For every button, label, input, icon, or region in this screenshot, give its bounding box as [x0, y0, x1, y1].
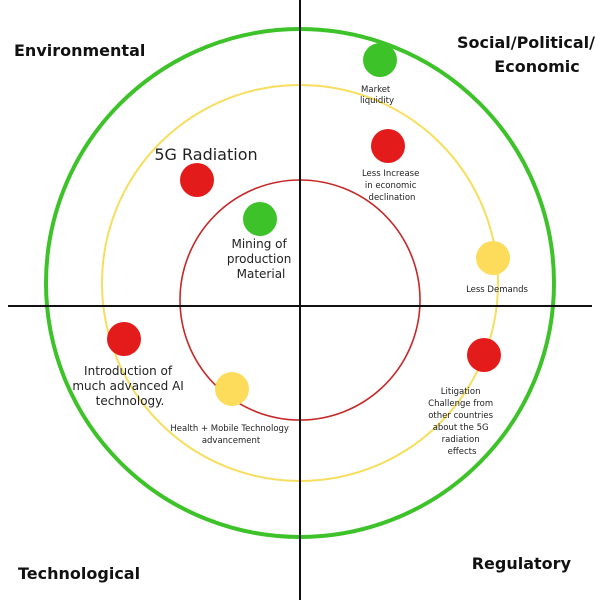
label-line: other countries [428, 411, 493, 421]
quadrant-environmental: Environmental [14, 41, 145, 60]
quadrant-technological: Technological [18, 564, 140, 583]
item-health-mobile: Health + Mobile Technology advancement [170, 372, 291, 446]
quadrant-regulatory: Regulatory [472, 554, 572, 573]
status-dot-red [180, 163, 214, 197]
label-line: Introduction of [84, 364, 173, 378]
status-dot-green [363, 43, 397, 77]
item-5g-radiation: 5G Radiation [154, 145, 258, 197]
item-label: Litigation Challenge from other countrie… [428, 387, 496, 457]
label-line: Market [361, 85, 391, 95]
label-line: Mining of [231, 237, 287, 251]
item-introduction-ai: Introduction of much advanced AI technol… [72, 322, 187, 408]
quadrant-social-line1: Social/Political/ [457, 33, 595, 52]
item-label: Introduction of much advanced AI technol… [72, 364, 187, 408]
item-less-demands: Less Demands [466, 241, 528, 295]
label-line: Less Increase [362, 169, 419, 179]
label-line: 5G Radiation [154, 145, 257, 164]
label-line: Material [237, 267, 286, 281]
item-label: 5G Radiation [154, 145, 257, 164]
status-dot-red [467, 338, 501, 372]
label-line: in economic [365, 181, 417, 191]
label-line: much advanced AI [72, 379, 184, 393]
label-line: production [227, 252, 291, 266]
label-line: radiation [442, 435, 480, 445]
status-dot-green [243, 202, 277, 236]
quadrant-social-line2: Economic [494, 57, 579, 76]
item-label: Less Increase in economic declination [362, 169, 422, 203]
item-label: Market liquidity [360, 85, 394, 106]
label-line: advancement [202, 436, 261, 446]
label-line: liquidity [360, 96, 394, 106]
item-mining: Mining of production Material [227, 202, 295, 281]
status-dot-yellow [476, 241, 510, 275]
item-less-increase: Less Increase in economic declination [362, 129, 422, 203]
item-market-liquidity: Market liquidity [360, 43, 397, 106]
label-line: Health + Mobile Technology [170, 424, 289, 434]
status-dot-yellow [215, 372, 249, 406]
label-line: effects [448, 447, 477, 457]
status-dot-red [371, 129, 405, 163]
item-label: Health + Mobile Technology advancement [170, 424, 291, 446]
status-dot-red [107, 322, 141, 356]
label-line: Litigation [441, 387, 481, 397]
label-line: about the 5G [433, 423, 489, 433]
label-line: declination [369, 193, 416, 203]
label-line: technology. [96, 394, 165, 408]
label-line: Less Demands [466, 285, 528, 295]
item-label: Mining of production Material [227, 237, 295, 281]
item-litigation: Litigation Challenge from other countrie… [428, 338, 501, 457]
label-line: Challenge from [428, 399, 493, 409]
item-label: Less Demands [466, 285, 528, 295]
